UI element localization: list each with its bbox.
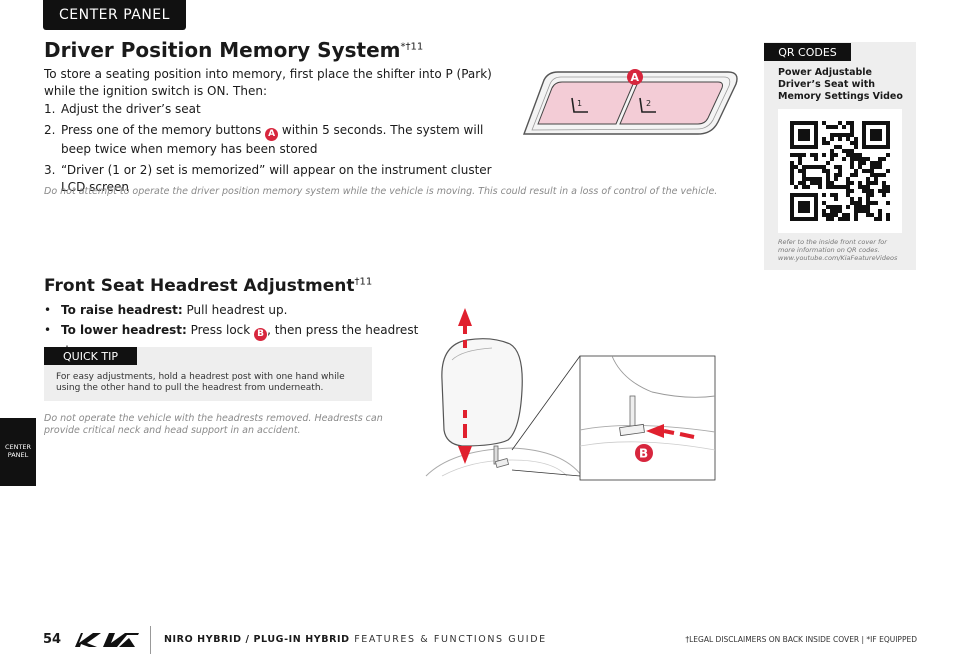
guide-subtitle: FEATURES & FUNCTIONS GUIDE xyxy=(349,634,547,645)
memory-button-1-label: 1 xyxy=(577,99,582,108)
quick-tip-tag: QUICK TIP xyxy=(44,347,137,365)
memory-button-1 xyxy=(537,81,635,125)
list-item: 1. Adjust the driver’s seat xyxy=(44,101,514,118)
quick-tip-text: For easy adjustments, hold a headrest po… xyxy=(56,372,345,393)
callout-badge-a: A xyxy=(265,128,279,141)
callout-b-circle xyxy=(635,444,653,462)
qr-code-image[interactable] xyxy=(778,109,902,233)
memory-title-sup: *†11 xyxy=(400,41,424,53)
qr-code-icon xyxy=(790,121,890,221)
memory-intro: To store a seating position into memory,… xyxy=(44,67,492,98)
seat-icon-1 xyxy=(571,97,588,113)
headrest-seam xyxy=(451,347,493,361)
detail-seat-top-2 xyxy=(579,441,716,451)
kia-logo-icon xyxy=(75,633,139,647)
zoom-line-top xyxy=(511,355,581,451)
guide-title: NIRO HYBRID / PLUG-IN HYBRID FEATURES & … xyxy=(164,634,547,645)
memory-button-2-label: 2 xyxy=(646,99,651,108)
headrest-illustration: B xyxy=(425,308,716,481)
step-text-before: Adjust the driver’s seat xyxy=(61,102,201,116)
bullet-label: To lower headrest: xyxy=(61,323,187,337)
memory-title: Driver Position Memory System*†11 xyxy=(44,38,423,62)
memory-warning: Do not attempt to operate the driver pos… xyxy=(44,186,718,197)
section-tab: CENTER PANEL xyxy=(43,0,186,30)
memory-steps: 1. Adjust the driver’s seat 2. Press one o… xyxy=(44,101,514,200)
step-text-after: within 5 seconds. The system will beep t… xyxy=(61,123,484,156)
bullet-dot: • xyxy=(44,303,52,317)
qr-title: Power Adjustable Driver’s Seat with Memo… xyxy=(778,67,903,102)
step-number: 3. xyxy=(44,163,56,177)
seat-back-outline xyxy=(425,447,583,477)
headrest-warning: Do not operate the vehicle with the head… xyxy=(44,413,383,436)
headrest xyxy=(441,338,523,447)
headrest-lock-left xyxy=(494,458,510,468)
lock-arrow-icon xyxy=(646,424,695,439)
footer-disclaimer: †LEGAL DISCLAIMERS ON BACK INSIDE COVER … xyxy=(685,635,917,644)
footer-divider xyxy=(150,626,151,654)
qr-note-line1: Refer to the inside front cover for xyxy=(778,238,887,246)
side-section-tab: CENTER PANEL xyxy=(0,418,36,486)
memory-button-2 xyxy=(619,81,723,125)
bullet-text: To lower headrest: Press lock B, then pr… xyxy=(61,320,434,361)
zoom-line-bottom xyxy=(511,469,581,477)
qr-note: Refer to the inside front cover for more… xyxy=(778,238,908,262)
headrest-title: Front Seat Headrest Adjustment†11 xyxy=(44,276,372,296)
side-tab-line2: PANEL xyxy=(7,451,29,459)
headrest-bullets: • To raise headrest: Pull headrest up. • T… xyxy=(44,300,434,361)
guide-model: NIRO HYBRID / PLUG-IN HYBRID xyxy=(164,634,350,645)
seat-back-outline-2 xyxy=(441,459,568,477)
door-panel-inner xyxy=(531,76,731,131)
down-arrow-icon xyxy=(458,410,472,464)
list-item: 2. Press one of the memory buttons A with… xyxy=(44,122,514,158)
qr-tag: QR CODES xyxy=(764,43,851,61)
up-arrow-icon xyxy=(458,308,472,348)
side-tab-line1: CENTER xyxy=(4,443,32,452)
step-text: Adjust the driver’s seat xyxy=(61,101,201,118)
step-number: 1. xyxy=(44,102,56,116)
detail-headrest xyxy=(611,355,716,398)
bullet-body: Pull headrest up. xyxy=(182,303,288,317)
detail-box xyxy=(579,355,716,481)
headrest-title-text: Front Seat Headrest Adjustment xyxy=(44,276,355,296)
bullet-text: To raise headrest: Pull headrest up. xyxy=(61,300,287,320)
step-number: 2. xyxy=(44,123,56,137)
headrest-title-sup: †11 xyxy=(354,276,373,288)
step-text: “Driver (1 or 2) set is memorized” will … xyxy=(61,162,514,196)
detail-post xyxy=(629,395,636,427)
bullet-dot: • xyxy=(44,323,52,337)
seat-icon-2 xyxy=(639,97,656,113)
callout-a-circle xyxy=(627,69,643,85)
list-item: • To raise headrest: Pull headrest up. xyxy=(44,300,434,320)
memory-title-text: Driver Position Memory System xyxy=(44,38,401,62)
step-text-before: Press one of the memory buttons xyxy=(61,123,262,137)
qr-note-line2: more information on QR codes. xyxy=(778,246,880,254)
bullet-label: To raise headrest: xyxy=(61,303,183,317)
bullet-body: Press lock xyxy=(186,323,251,337)
callout-badge-b: B xyxy=(254,328,268,341)
memory-buttons-illustration: 1 2 A xyxy=(522,69,738,135)
qr-note-url[interactable]: www.youtube.com/KiaFeatureVideos xyxy=(778,254,898,262)
step-text: Press one of the memory buttons A within… xyxy=(61,122,514,158)
callout-a-label: A xyxy=(631,71,640,84)
list-item: • To lower headrest: Press lock B, then p… xyxy=(44,320,434,361)
page-number: 54 xyxy=(43,632,62,647)
detail-lock xyxy=(619,423,645,437)
list-item: 3. “Driver (1 or 2) set is memorized” wil… xyxy=(44,162,514,196)
step-text-before: “Driver (1 or 2) set is memorized” will … xyxy=(61,163,492,194)
callout-b-label: B xyxy=(639,447,648,461)
